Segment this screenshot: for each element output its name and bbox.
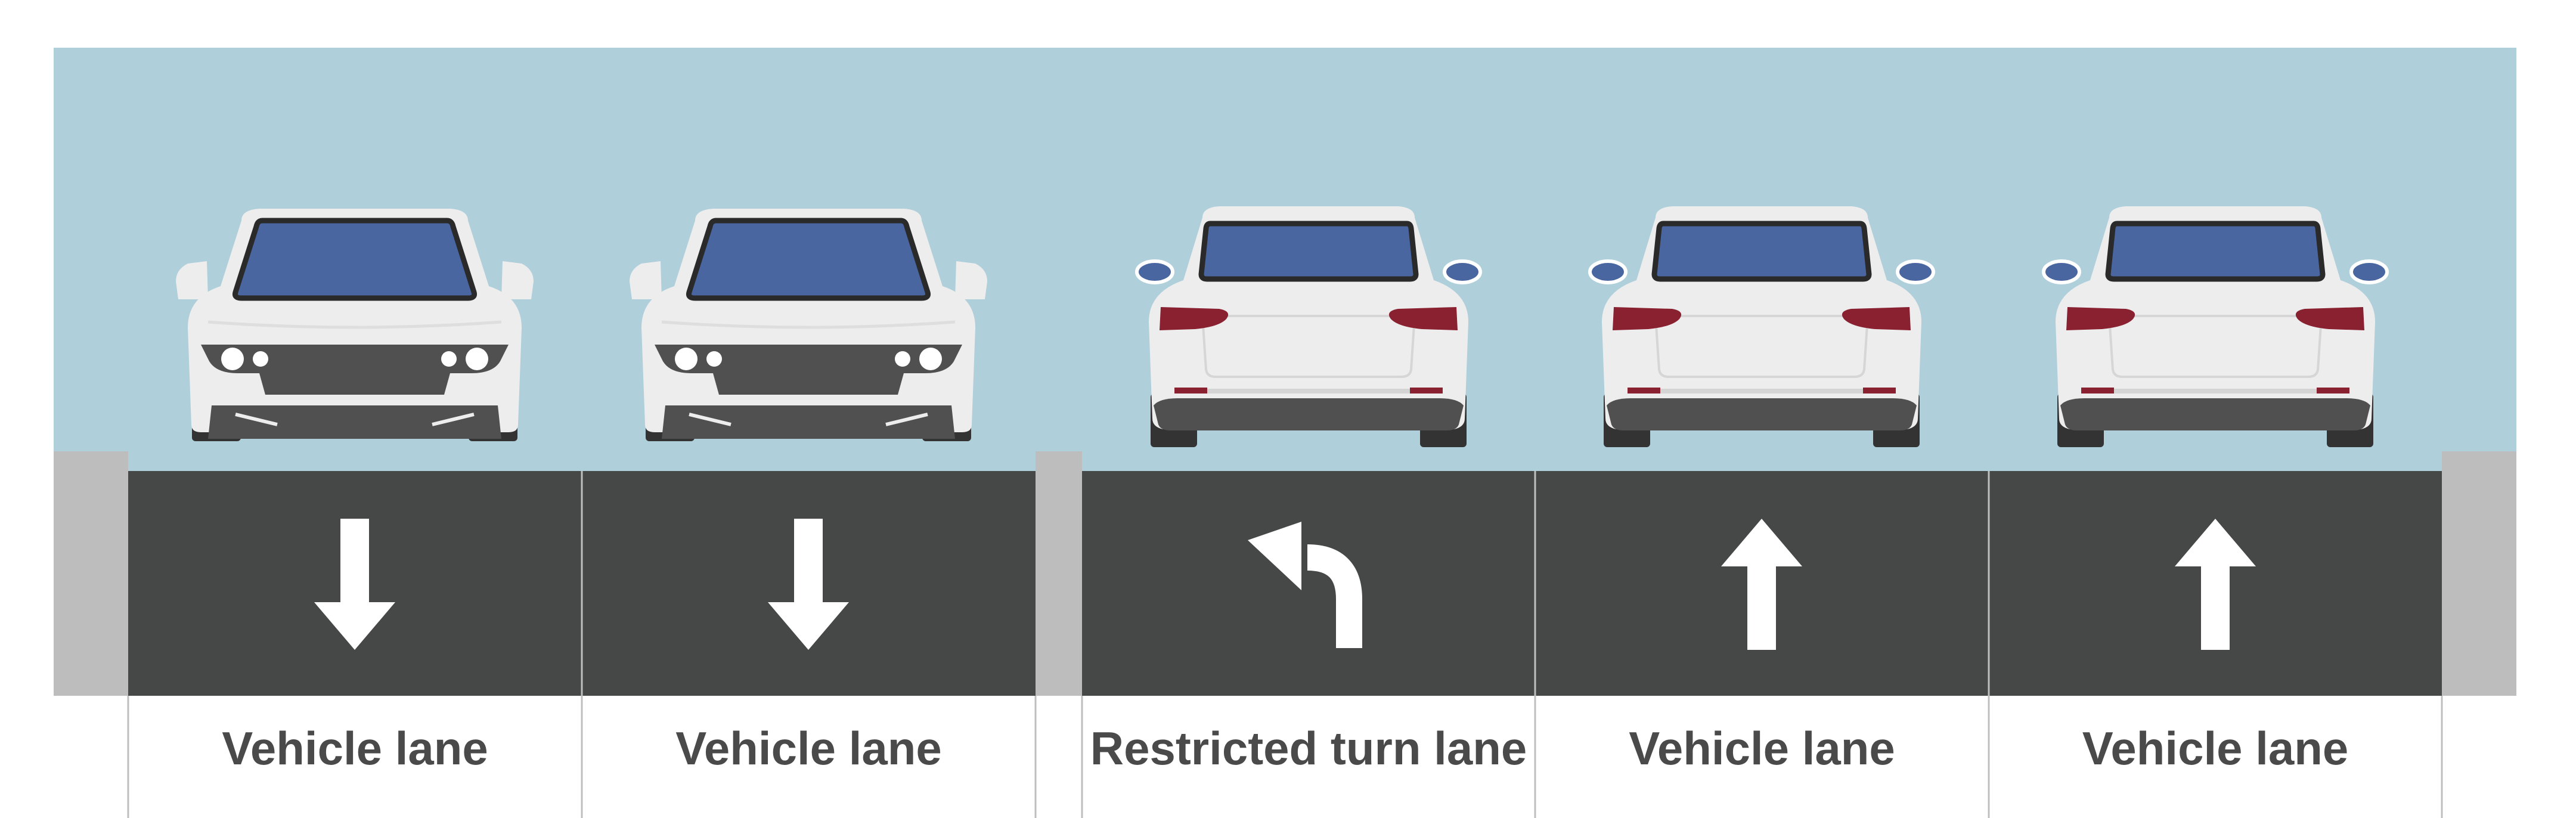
- left-turn-arrow-icon: [1248, 522, 1362, 648]
- lane-label-vehicle-4: Vehicle lane: [2082, 721, 2349, 774]
- lane-dividers: [127, 471, 2443, 818]
- lane-label-vehicle-1: Vehicle lane: [222, 721, 488, 774]
- lane-label-vehicle-3: Vehicle lane: [1629, 721, 1895, 774]
- lane-label-vehicle-2: Vehicle lane: [675, 721, 942, 774]
- left-curb: [54, 451, 128, 696]
- center-median: [1036, 451, 1082, 696]
- right-curb: [2442, 451, 2516, 696]
- lane-label-restricted-turn: Restricted turn lane: [1090, 721, 1527, 774]
